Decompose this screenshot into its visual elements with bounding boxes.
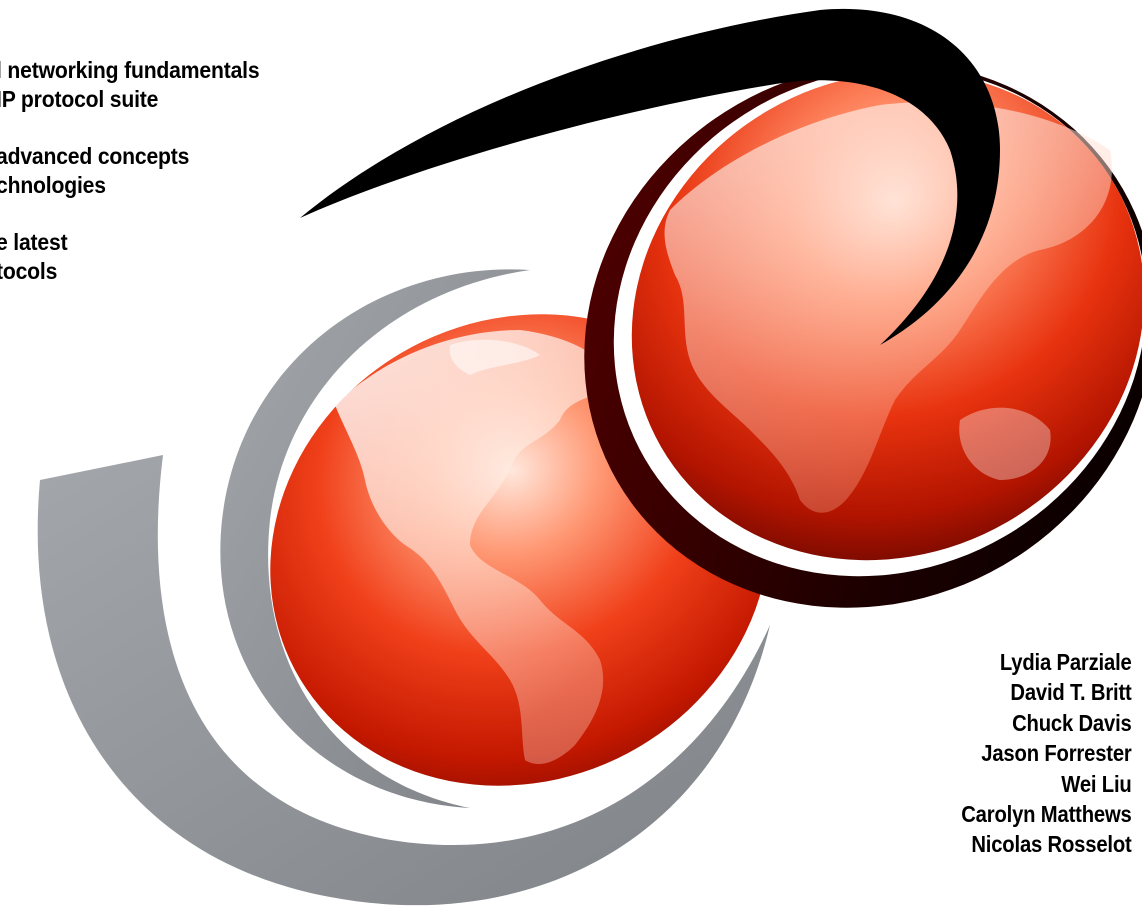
landmass-eurasia bbox=[664, 102, 1112, 513]
bullet-line: advanced concepts bbox=[0, 143, 190, 169]
bullet-line: IP protocol suite bbox=[0, 86, 159, 112]
gray-swoosh-outer bbox=[37, 455, 770, 906]
author-name: Carolyn Matthews bbox=[961, 801, 1133, 828]
author-name: Chuck Davis bbox=[1012, 709, 1132, 736]
bullet-line: e latest bbox=[0, 229, 68, 255]
author-name: Jason Forrester bbox=[981, 740, 1133, 767]
author-name: Nicolas Rosselot bbox=[971, 831, 1132, 858]
landmass-americas bbox=[335, 330, 615, 765]
globe-africa-eurasia bbox=[631, 71, 1142, 561]
feature-bullets: l networking fundamentals IP protocol su… bbox=[0, 56, 260, 314]
bullet-group-2: advanced concepts chnologies bbox=[0, 142, 259, 200]
bullet-line: tocols bbox=[0, 258, 58, 284]
author-name: Lydia Parziale bbox=[1000, 649, 1132, 675]
bullet-line: chnologies bbox=[0, 172, 106, 198]
bullet-group-3: e latest tocols bbox=[0, 228, 259, 286]
black-swoosh bbox=[300, 8, 1000, 346]
author-list: Lydia Parziale David T. Britt Chuck Davi… bbox=[961, 647, 1133, 860]
bullet-group-1: l networking fundamentals IP protocol su… bbox=[0, 56, 260, 114]
gray-swoosh-inner bbox=[220, 269, 530, 808]
author-name: Wei Liu bbox=[1061, 770, 1133, 797]
bullet-line: l networking fundamentals bbox=[0, 57, 260, 83]
author-name: David T. Britt bbox=[1010, 679, 1132, 706]
